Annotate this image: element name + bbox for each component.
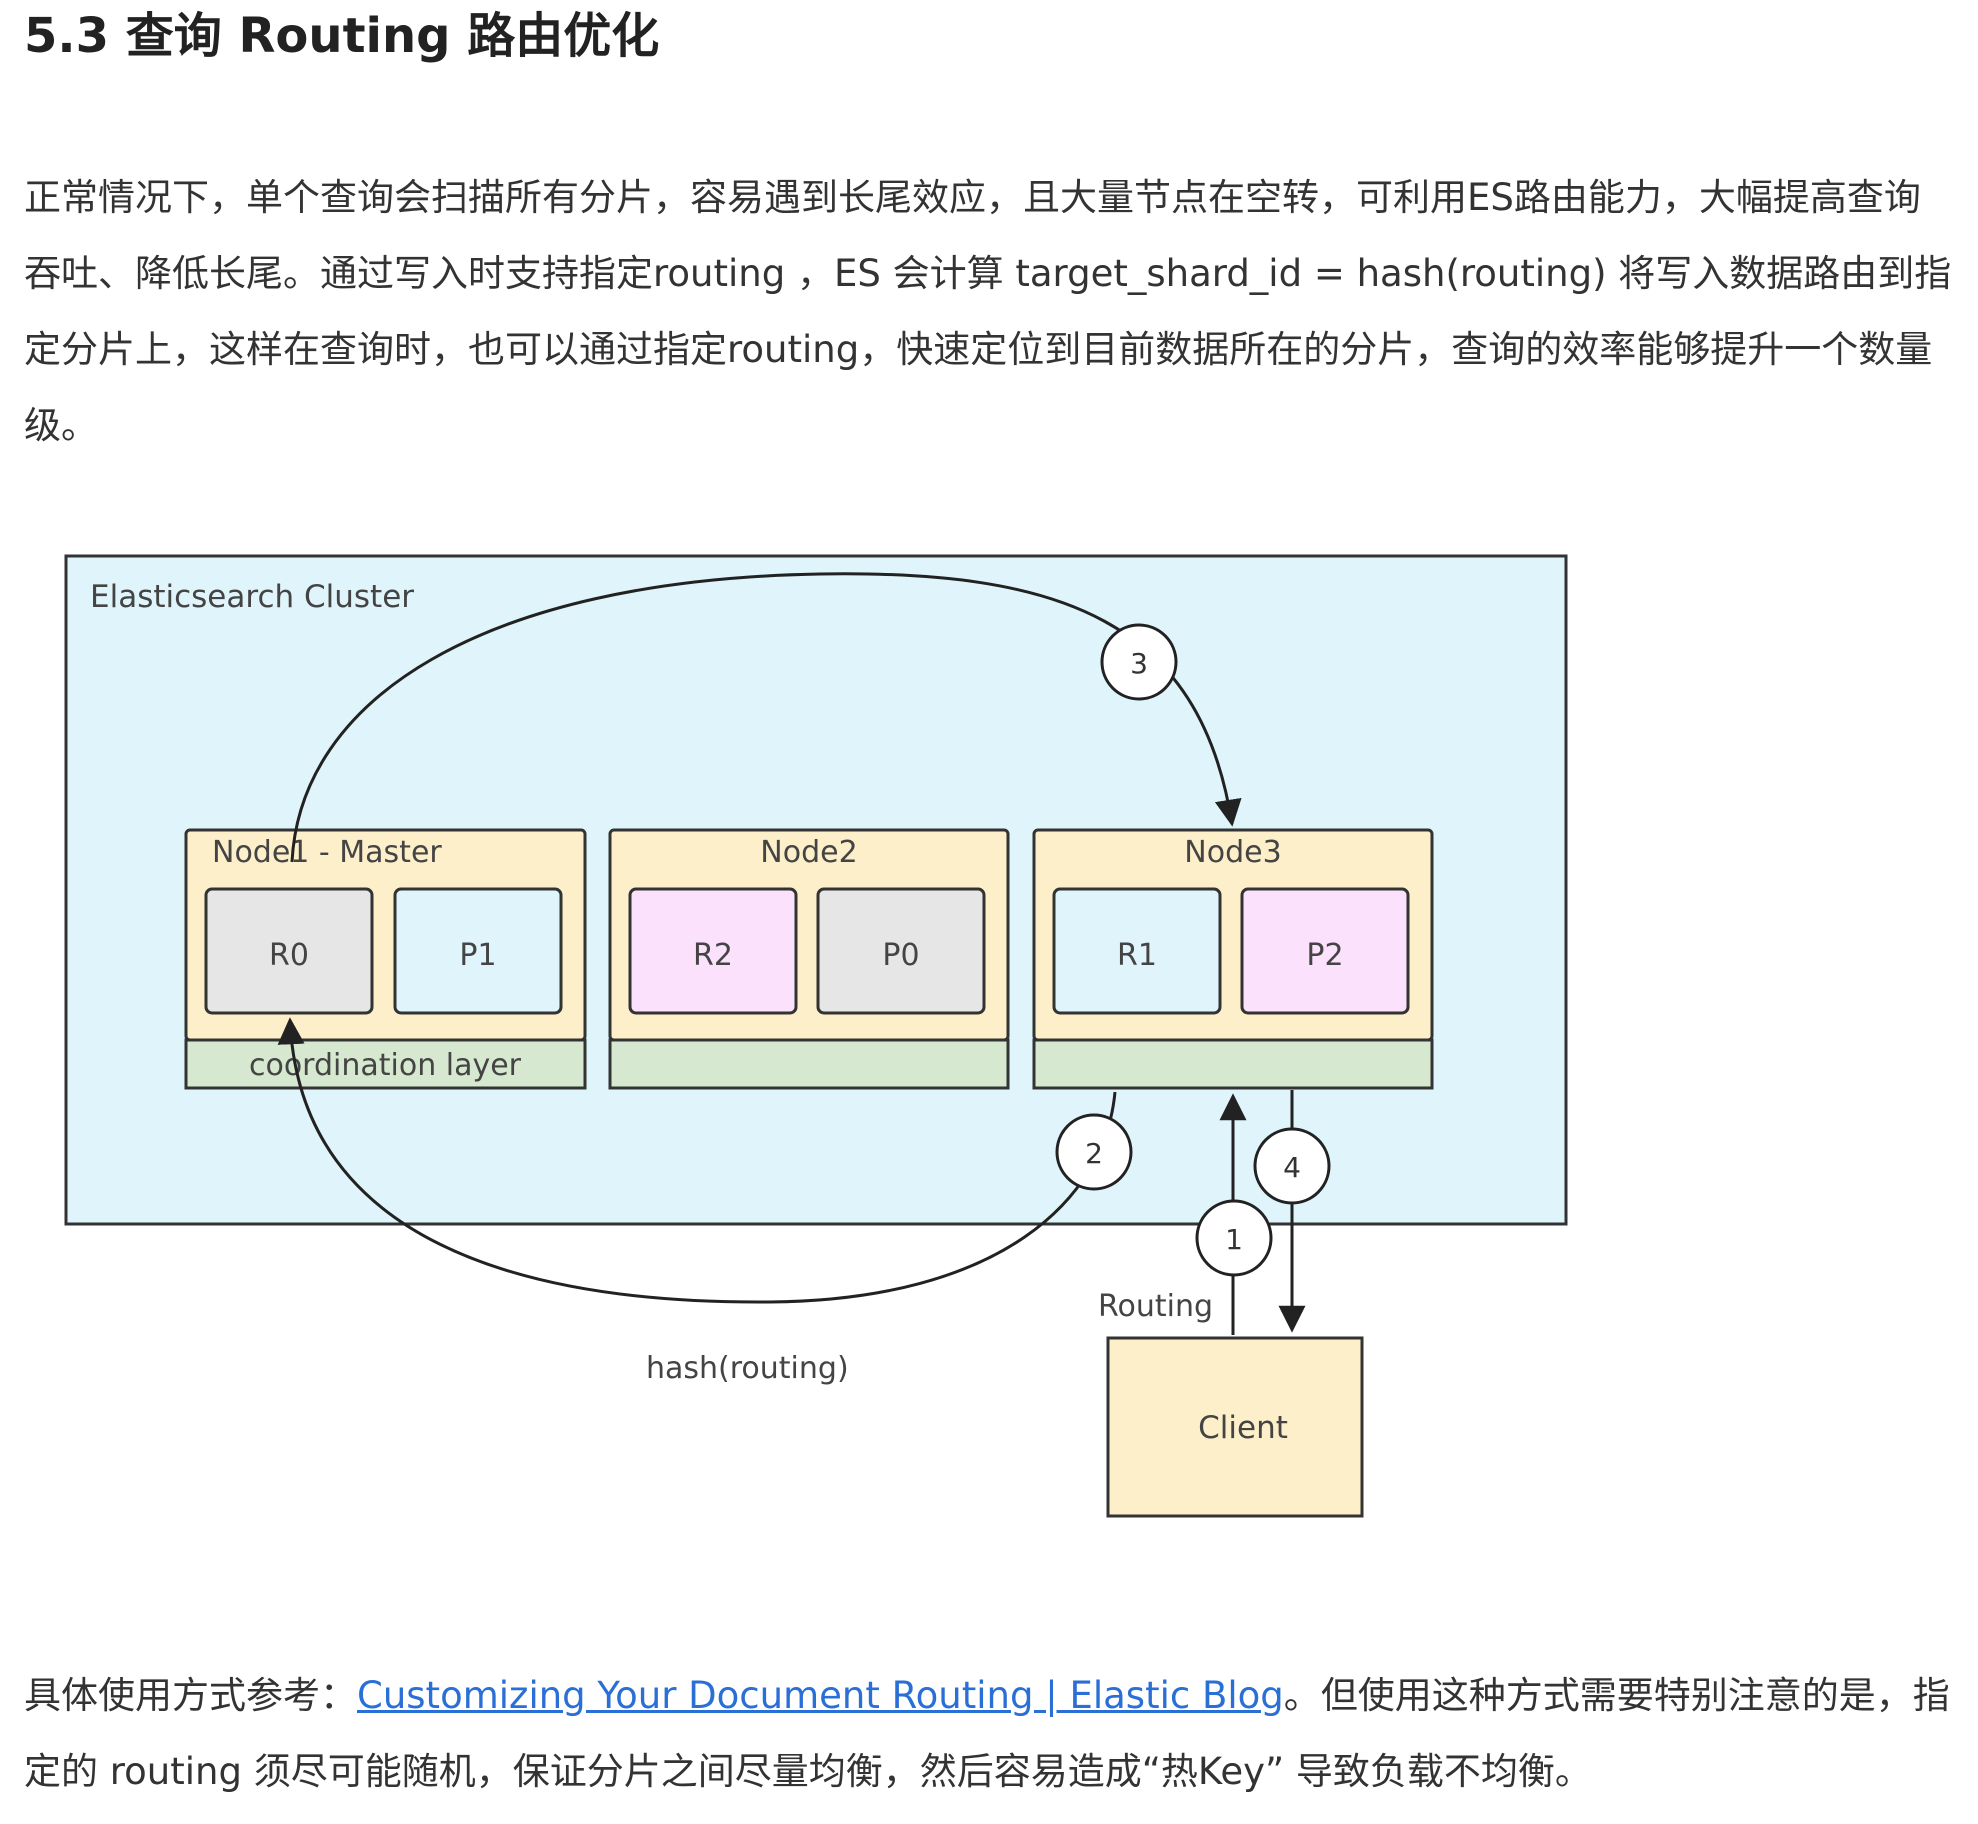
shard-r2 (628, 887, 798, 1015)
cluster-label: Elasticsearch Cluster (90, 579, 414, 615)
node3-label: Node3 (1184, 835, 1281, 870)
footer-suffix: 。但使用这种方式需要特别注意的是，指定的 routing 须尽可能随机，保证分片… (24, 1674, 1950, 1793)
shard-r2-label: R2 (693, 938, 733, 973)
shard-r0 (204, 887, 374, 1015)
shard-p2 (1240, 887, 1410, 1015)
step-4-label: 4 (1283, 1151, 1301, 1184)
shard-p1 (393, 887, 563, 1015)
footer-paragraph: 具体使用方式参考：Customizing Your Document Routi… (24, 1658, 1954, 1810)
shard-r1 (1052, 887, 1222, 1015)
shard-p0 (816, 887, 986, 1015)
footer-prefix: 具体使用方式参考： (24, 1674, 357, 1717)
shard-r1-label: R1 (1117, 938, 1157, 973)
client-label: Client (1198, 1410, 1288, 1446)
shard-p1-label: P1 (459, 938, 496, 973)
node2-layer (608, 1038, 1010, 1090)
coordination-layer (184, 1038, 587, 1090)
elastic-blog-link[interactable]: Customizing Your Document Routing | Elas… (357, 1674, 1284, 1717)
step-3-badge: 3 (1100, 623, 1178, 701)
node2-label: Node2 (760, 835, 857, 870)
node1-label: Node1 - Master (212, 835, 442, 870)
client-box (1106, 1336, 1364, 1518)
step-1-label: 1 (1225, 1223, 1243, 1256)
section-heading: 5.3 查询 Routing 路由优化 (24, 8, 660, 64)
node3: Node3 R1 P2 (1032, 828, 1434, 1090)
step-2-label: 2 (1085, 1137, 1103, 1170)
node2: Node2 R2 P0 (608, 828, 1010, 1090)
step-1-badge: 1 (1195, 1199, 1273, 1277)
intro-paragraph: 正常情况下，单个查询会扫描所有分片，容易遇到长尾效应，且大量节点在空转，可利用E… (24, 176, 1952, 447)
shard-r0-label: R0 (269, 938, 309, 973)
step-4-badge: 4 (1253, 1127, 1331, 1205)
node3-layer (1032, 1038, 1434, 1090)
step-3-label: 3 (1130, 647, 1148, 680)
routing-label: Routing (1098, 1289, 1213, 1324)
hash-routing-label: hash(routing) (646, 1351, 849, 1386)
arrow-step-2 (277, 1017, 1117, 1304)
step-2-badge: 2 (1055, 1113, 1133, 1191)
node1: Node1 - Master R0 P1 coordination layer (184, 828, 587, 1090)
shard-p0-label: P0 (882, 938, 919, 973)
shard-p2-label: P2 (1306, 938, 1343, 973)
coordination-layer-label: coordination layer (249, 1048, 522, 1083)
